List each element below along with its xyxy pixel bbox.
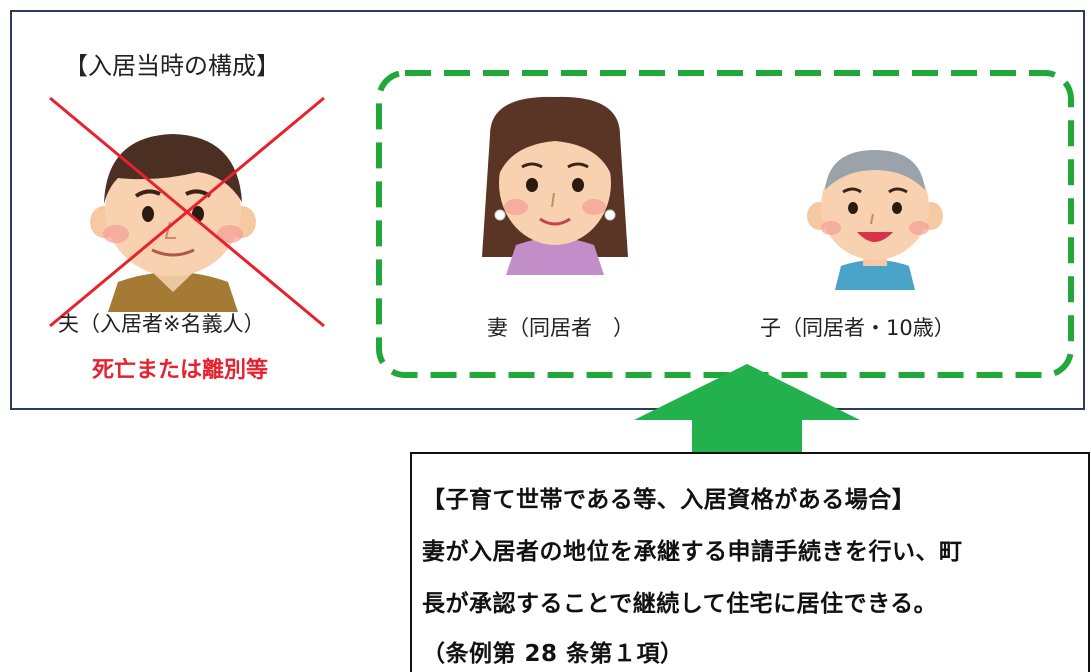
child-face-icon — [807, 150, 943, 290]
husband-label: 夫（入居者※名義人） — [58, 312, 265, 336]
up-arrow-icon — [634, 364, 860, 457]
child-label: 子（同居者・10歳） — [760, 316, 955, 340]
woman-face-icon — [482, 96, 628, 275]
frame-title: 【入居当時の構成】 — [64, 52, 280, 80]
note-line-3: （条例第 28 条第１項） — [422, 641, 684, 667]
note-line-2: 長が承認することで継続して住宅に居住できる。 — [422, 591, 938, 617]
note-heading: 【子育て世帯である等、入居資格がある場合】 — [422, 487, 916, 513]
note-line-1: 妻が入居者の地位を承継する申請手続きを行い、町 — [422, 539, 963, 565]
wife-label: 妻（同居者 ） — [487, 316, 634, 340]
red-cross-icon — [49, 96, 325, 328]
succession-note-box: 【子育て世帯である等、入居資格がある場合】 妻が入居者の地位を承継する申請手続き… — [410, 452, 1090, 672]
husband-status: 死亡または離別等 — [92, 358, 269, 383]
